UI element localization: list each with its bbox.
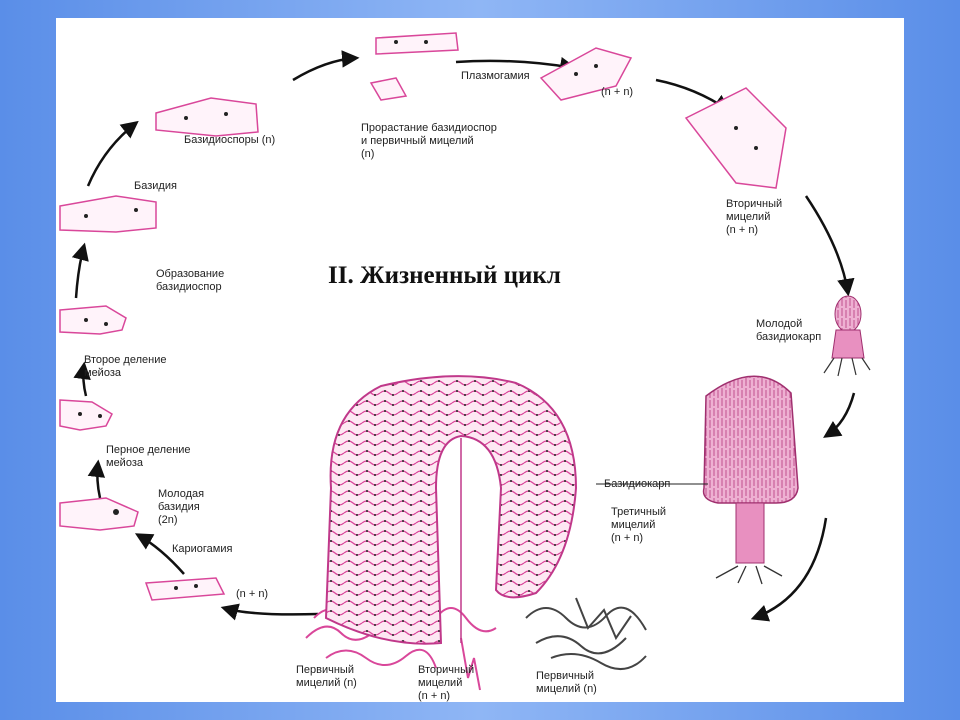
basidium-with-spores <box>155 97 259 137</box>
cycle-arrows <box>71 50 856 622</box>
label-spore-formation: Образование базидиоспор <box>156 268 225 293</box>
life-cycle-diagram <box>59 32 871 691</box>
label-primary-mycelium-left: Первичный мицелий (n) <box>296 664 357 689</box>
arrow-basidia-to-basidiospores <box>86 120 139 187</box>
label-nn-lower-left: (n + n) <box>236 588 269 600</box>
label-primary-mycelium-right: Первичный мицелий (n) <box>536 670 597 695</box>
label-second-division: Второе деление мейоза <box>84 354 167 379</box>
label-plasmogamy-ploidy: (n + n) <box>601 86 634 98</box>
arrow-second-division-to-basidia <box>71 242 89 299</box>
first-division-shape <box>59 399 113 431</box>
label-basidia: Базидия <box>134 180 177 192</box>
label-karyogamy: Кариогамия <box>172 543 233 555</box>
arrow-basidiospores-to-germination <box>292 50 360 82</box>
karyogamy-hypha <box>144 577 226 601</box>
diagram-title: II. Жизненный цикл <box>328 262 561 289</box>
arrow-first-to-second-division <box>73 361 91 397</box>
label-tertiary-mycelium: Третичный мицелий (n + n) <box>611 506 667 544</box>
basidium-stages <box>59 32 787 601</box>
label-basidiospores: Базидиоспоры (n) <box>184 134 276 146</box>
label-germination: Прорастание базидиоспор и первичный мице… <box>361 122 497 160</box>
basidiocarp-cross-section <box>324 375 578 645</box>
slide-panel: II. Жизненный цикл Базидиоспоры (n) Прор… <box>56 18 904 702</box>
mature-basidiocarp <box>596 375 799 585</box>
label-young-basidium: Молодая базидия (2n) <box>158 488 205 526</box>
young-basidiocarp <box>823 295 871 377</box>
label-basidiocarp: Базидиокарп <box>604 478 671 490</box>
label-young-basidiocarp: Молодой базидиокарп <box>756 318 822 343</box>
label-secondary-mycelium-bottom: Вторичный мицелий (n + n) <box>418 664 475 702</box>
basidia-shape <box>59 195 157 233</box>
second-division-shape <box>59 305 127 335</box>
germinating-spore <box>369 77 408 101</box>
arrow-young-to-mature-basidiocarp <box>823 392 856 438</box>
arrow-secondary-to-young-basidiocarp <box>804 195 855 297</box>
label-first-division: Перное деление мейоза <box>106 444 191 469</box>
young-basidium-shape <box>59 497 139 531</box>
primary-hyphae-top <box>375 32 459 55</box>
label-plasmogamy: Плазмогамия <box>461 70 530 82</box>
arrow-mature-to-tertiary <box>750 517 828 622</box>
arrow-germination-to-plasmogamy <box>455 57 578 75</box>
secondary-hyphae-top <box>684 87 787 189</box>
arrow-mycelium-to-karyogamy <box>220 603 319 621</box>
plasmogamy-hyphae <box>539 47 633 101</box>
arrow-young-basidium-to-first-division <box>87 459 106 499</box>
arrow-karyogamy-to-young-basidium <box>134 533 185 575</box>
label-secondary-mycelium-top: Вторичный мицелий (n + n) <box>726 198 783 236</box>
